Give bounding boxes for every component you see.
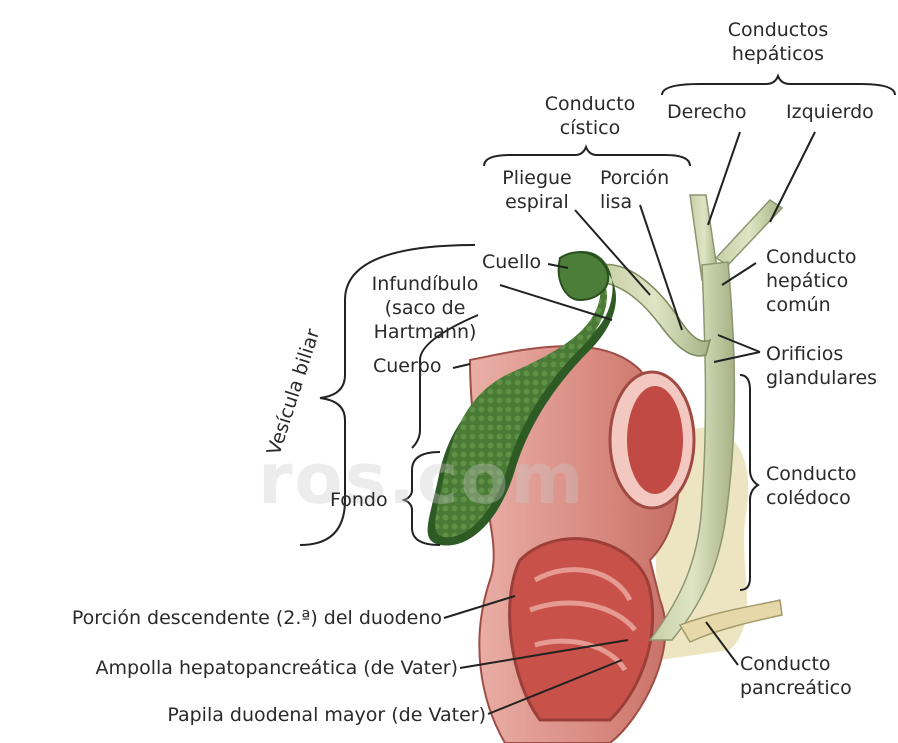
label-pliegue-espiral: Pliegue espiral [487,166,587,214]
label-derecho: Derecho [667,100,747,124]
label-izquierdo: Izquierdo [786,100,874,124]
watermark: ros.com [258,438,585,520]
label-conducto-hepatico-comun: Conducto hepático común [766,245,857,317]
label-porcion-lisa: Porción lisa [600,166,669,214]
cystic-duct-brace [484,147,690,166]
label-conductos-hepaticos: Conductos hepáticos [708,18,848,66]
label-conducto-coledoco: Conducto colédoco [766,462,857,510]
label-ampolla: Ampolla hepatopancreática (de Vater) [6,656,458,680]
label-cuerpo: Cuerpo [373,354,442,378]
label-conducto-pancreatico: Conducto pancreático [740,652,852,700]
label-cuello: Cuello [482,250,541,274]
label-porcion-descendente: Porción descendente (2.ª) del duodeno [6,606,442,630]
label-conducto-cistico: Conducto cístico [520,92,660,140]
label-orificios-glandulares: Orificios glandulares [766,342,877,390]
label-infundibulo: Infundíbulo (saco de Hartmann) [355,272,495,344]
hepatic-ducts-brace [662,76,895,95]
label-fondo: Fondo [330,488,388,512]
common-bile-duct-brace [740,375,758,590]
label-papila: Papila duodenal mayor (de Vater) [6,703,486,727]
